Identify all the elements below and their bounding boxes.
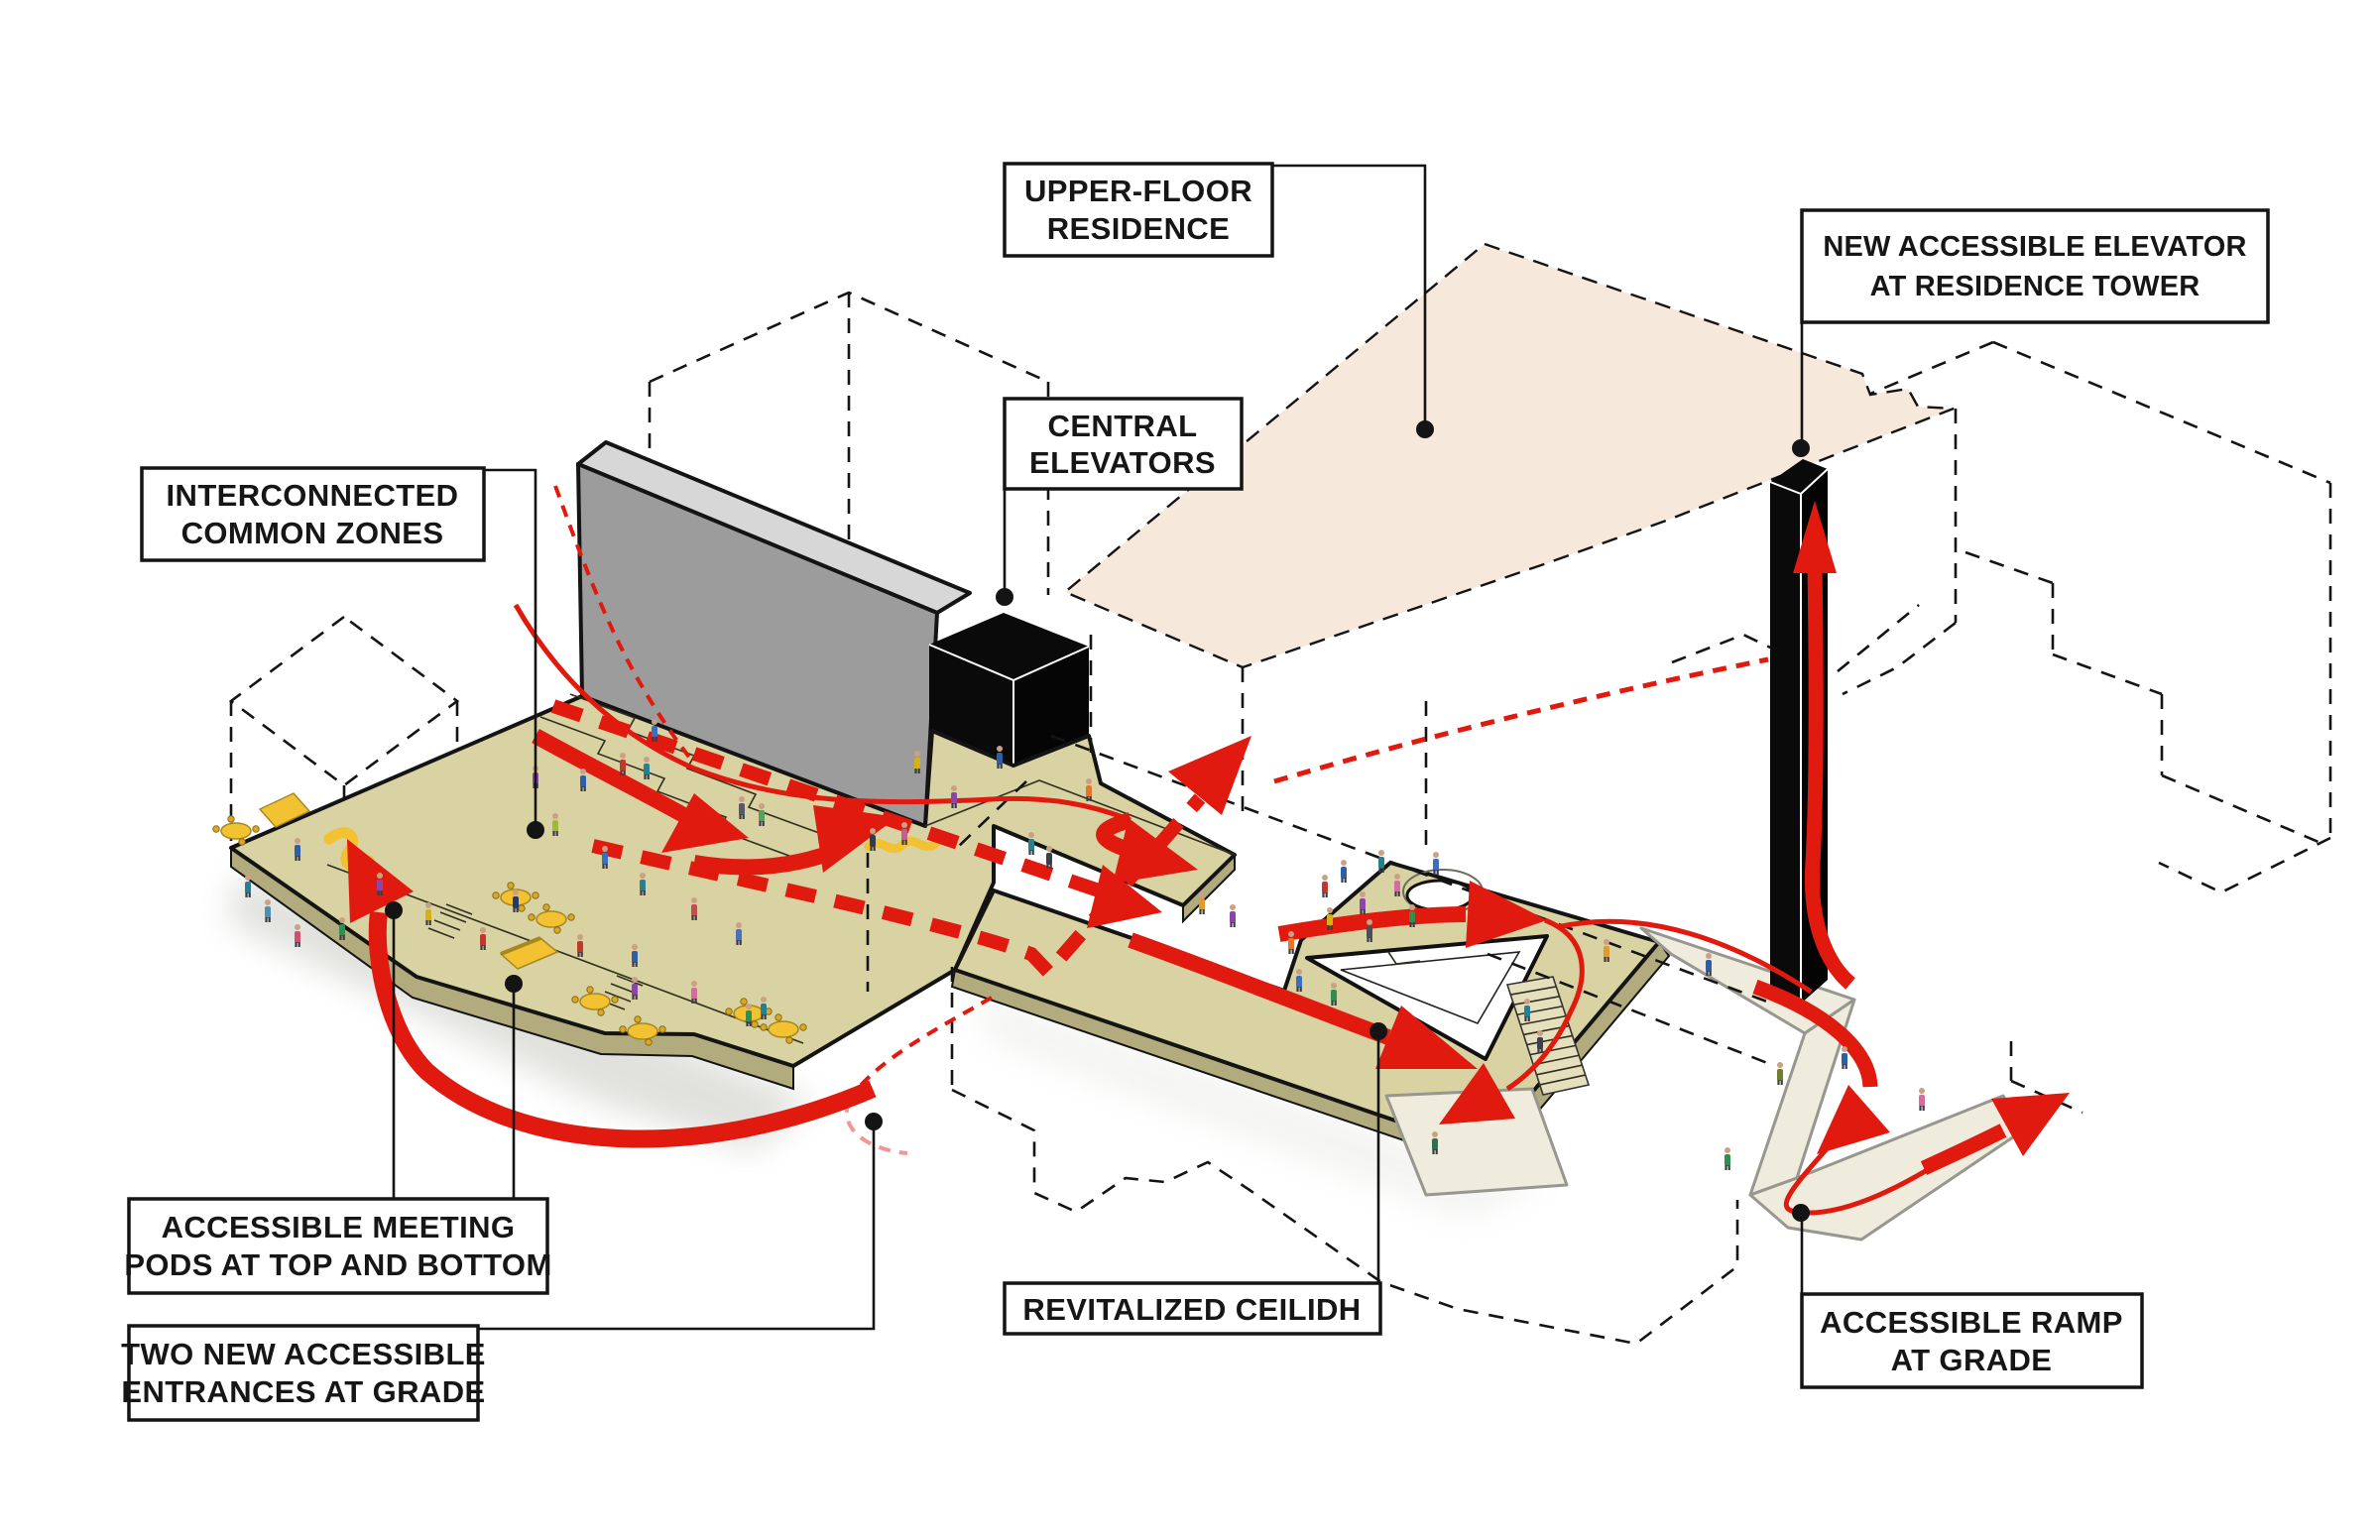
person-figure xyxy=(1537,1030,1543,1053)
person-figure xyxy=(652,719,657,742)
svg-text:REVITALIZED CEILIDH: REVITALIZED CEILIDH xyxy=(1022,1292,1361,1327)
upper-floor-residence-plane xyxy=(1062,242,1955,669)
person-figure xyxy=(759,803,765,826)
person-figure xyxy=(295,924,300,947)
leader-dot xyxy=(1792,1204,1810,1222)
central-elevator-block xyxy=(928,613,1090,766)
leader-dot xyxy=(865,1113,883,1130)
person-figure xyxy=(997,746,1003,769)
person-figure xyxy=(1842,1046,1847,1069)
person-figure xyxy=(1604,939,1609,962)
svg-text:CENTRAL: CENTRAL xyxy=(1048,409,1198,443)
person-figure xyxy=(602,846,608,869)
person-figure xyxy=(295,838,300,861)
person-figure xyxy=(1725,1147,1730,1170)
svg-text:ENTRANCES AT GRADE: ENTRANCES AT GRADE xyxy=(121,1374,485,1409)
person-figure xyxy=(761,997,767,1019)
svg-text:AT GRADE: AT GRADE xyxy=(1891,1343,2053,1377)
person-figure xyxy=(1409,904,1415,927)
person-figure xyxy=(1706,953,1712,976)
person-figure xyxy=(245,875,251,897)
svg-text:NEW ACCESSIBLE ELEVATOR: NEW ACCESSIBLE ELEVATOR xyxy=(1823,231,2246,263)
svg-text:INTERCONNECTED: INTERCONNECTED xyxy=(167,478,459,513)
person-figure xyxy=(513,889,519,912)
person-figure xyxy=(632,977,638,1000)
svg-text:PODS AT TOP AND BOTTOM: PODS AT TOP AND BOTTOM xyxy=(124,1247,551,1282)
residence-wall xyxy=(576,440,972,828)
person-figure xyxy=(1288,931,1294,954)
person-figure xyxy=(1086,778,1092,801)
person-figure xyxy=(1433,852,1439,875)
svg-text:AT RESIDENCE TOWER: AT RESIDENCE TOWER xyxy=(1870,271,2201,302)
person-figure xyxy=(632,944,638,967)
person-figure xyxy=(339,917,345,940)
person-figure xyxy=(746,1004,752,1026)
person-figure xyxy=(870,828,876,851)
leader-dot xyxy=(505,975,523,993)
person-figure xyxy=(425,902,431,925)
person-figure xyxy=(480,927,486,950)
person-figure xyxy=(1230,904,1236,927)
leader-dot xyxy=(1416,420,1434,438)
person-figure xyxy=(1919,1088,1925,1111)
person-figure xyxy=(951,785,957,808)
svg-text:COMMON ZONES: COMMON ZONES xyxy=(181,516,444,550)
person-figure xyxy=(1367,919,1372,942)
person-figure xyxy=(691,897,697,920)
person-figure xyxy=(577,934,583,957)
label-accessible-ramp: ACCESSIBLE RAMP AT GRADE xyxy=(1800,1292,2144,1389)
person-figure xyxy=(1028,832,1034,855)
label-upper-floor-residence: UPPER-FLOOR RESIDENCE xyxy=(1003,162,1274,258)
person-figure xyxy=(640,873,646,895)
leader-dot xyxy=(1792,439,1810,457)
person-figure xyxy=(1341,860,1347,883)
person-figure xyxy=(1394,874,1400,896)
person-figure xyxy=(901,822,907,845)
svg-text:ACCESSIBLE RAMP: ACCESSIBLE RAMP xyxy=(1820,1305,2123,1340)
person-figure xyxy=(1777,1062,1783,1085)
leader-dot xyxy=(996,588,1013,606)
label-interconnected-common-zones: INTERCONNECTED COMMON ZONES xyxy=(140,466,486,562)
people-figures xyxy=(245,719,1925,1170)
svg-text:UPPER-FLOOR: UPPER-FLOOR xyxy=(1024,174,1252,208)
person-figure xyxy=(580,769,586,791)
person-figure xyxy=(1378,850,1384,873)
person-figure xyxy=(620,753,626,775)
person-figure xyxy=(739,796,745,819)
labels: INTERCONNECTED COMMON ZONES UPPER-FLOOR … xyxy=(121,162,2270,1422)
svg-text:ELEVATORS: ELEVATORS xyxy=(1029,445,1216,480)
person-figure xyxy=(377,873,383,895)
label-accessible-meeting-pods: ACCESSIBLE MEETING PODS AT TOP AND BOTTO… xyxy=(124,1197,551,1295)
svg-text:TWO NEW ACCESSIBLE: TWO NEW ACCESSIBLE xyxy=(121,1337,486,1371)
person-figure xyxy=(1199,891,1205,914)
person-figure xyxy=(1322,875,1328,897)
label-central-elevators: CENTRAL ELEVATORS xyxy=(1003,397,1244,491)
leader-dot xyxy=(1369,1022,1387,1040)
leader-lines xyxy=(385,164,1810,1331)
person-figure xyxy=(1331,983,1337,1006)
person-figure xyxy=(1524,999,1530,1021)
person-figure xyxy=(1432,1131,1438,1154)
svg-text:RESIDENCE: RESIDENCE xyxy=(1047,211,1230,246)
svg-text:ACCESSIBLE MEETING: ACCESSIBLE MEETING xyxy=(162,1210,516,1244)
label-revitalized-ceilidh: REVITALIZED CEILIDH xyxy=(1003,1281,1382,1336)
person-figure xyxy=(1046,846,1052,869)
leader-dot xyxy=(527,821,544,839)
label-two-new-entrances: TWO NEW ACCESSIBLE ENTRANCES AT GRADE xyxy=(121,1324,486,1422)
person-figure xyxy=(265,899,271,922)
residence-elevator-tower xyxy=(1769,459,1856,1004)
label-new-accessible-elevator: NEW ACCESSIBLE ELEVATOR AT RESIDENCE TOW… xyxy=(1800,208,2270,324)
circulation-arrows xyxy=(347,485,2070,1216)
person-figure xyxy=(1360,891,1366,914)
person-figure xyxy=(1327,907,1333,930)
common-zone-plate xyxy=(229,693,1237,1091)
leader-dot xyxy=(385,901,403,919)
person-figure xyxy=(691,981,697,1004)
person-figure xyxy=(644,757,650,779)
person-figure xyxy=(914,751,920,773)
person-figure xyxy=(552,813,558,836)
person-figure xyxy=(1296,969,1302,992)
person-figure xyxy=(736,922,742,945)
